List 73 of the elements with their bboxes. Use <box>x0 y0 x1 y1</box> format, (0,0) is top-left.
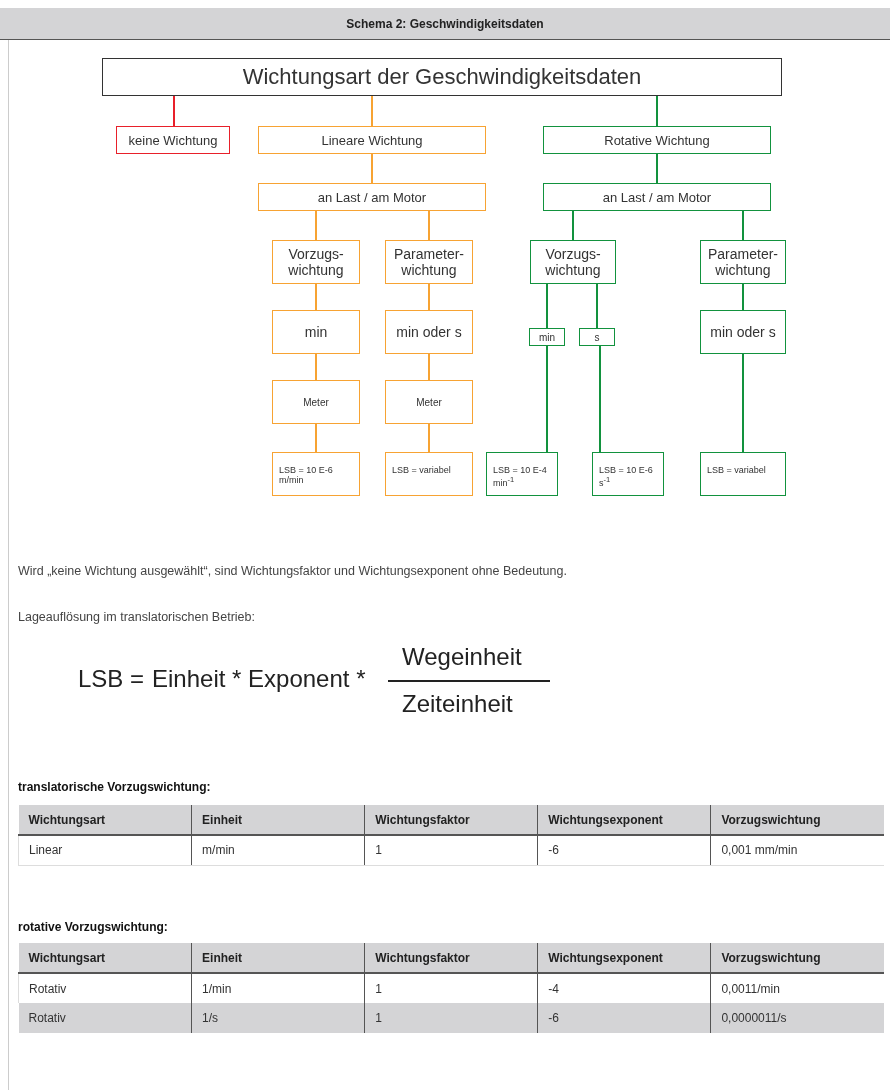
category-box: Rotative Wichtung <box>543 126 771 154</box>
connector-line <box>546 345 548 453</box>
category-box: LSB = 10 E-6 m/min <box>272 452 360 496</box>
formula-text: Zeiteinheit <box>402 690 513 718</box>
category-box: an Last / am Motor <box>258 183 486 211</box>
category-box: Meter <box>385 380 473 424</box>
category-box: Meter <box>272 380 360 424</box>
connector-line <box>546 283 548 329</box>
table-cell: 1 <box>364 1003 538 1033</box>
table-cell: 0,0000011/s <box>710 1003 884 1033</box>
connector-line <box>742 210 744 241</box>
category-box: Vorzugs- wichtung <box>530 240 616 284</box>
note-text: Lageauflösung im translatorischen Betrieb: <box>18 610 255 624</box>
column-header: Wichtungsfaktor <box>364 805 538 835</box>
category-box: LSB = variabel <box>700 452 786 496</box>
table-caption: translatorische Vorzugswichtung: <box>18 780 211 794</box>
connector-line <box>596 283 598 329</box>
connector-line <box>656 153 658 184</box>
connector-line <box>599 345 601 453</box>
category-box: Parameter- wichtung <box>385 240 473 284</box>
table-cell: 1/s <box>191 1003 365 1033</box>
table-cell: m/min <box>191 835 365 865</box>
table-caption: rotative Vorzugswichtung: <box>18 920 168 934</box>
category-box: Parameter- wichtung <box>700 240 786 284</box>
connector-line <box>572 210 574 241</box>
formula-text: Wegeinheit <box>402 643 522 671</box>
category-box: s <box>579 328 615 346</box>
connector-line <box>315 210 317 241</box>
category-box: LSB = 10 E-4 min$^{-1}$ <box>486 452 558 496</box>
table-cell: 0,001 mm/min <box>710 835 884 865</box>
column-header: Wichtungsart <box>18 943 192 973</box>
connector-line <box>428 283 430 311</box>
column-header: Wichtungsart <box>18 805 192 835</box>
table-cell: Linear <box>18 835 192 865</box>
category-box: min oder s <box>700 310 786 354</box>
column-header: Einheit <box>191 805 365 835</box>
connector-line <box>656 95 658 127</box>
connector-line <box>428 353 430 381</box>
table-cell: 1 <box>364 835 538 865</box>
connector-line <box>742 353 744 453</box>
column-header: Wichtungsexponent <box>537 805 711 835</box>
category-box: LSB = 10 E-6 s$^{-1}$ <box>592 452 664 496</box>
table-cell: Rotativ <box>18 1003 192 1033</box>
connector-line <box>371 95 373 127</box>
formula-text: LSB = <box>78 665 145 693</box>
column-header: Wichtungsexponent <box>537 943 711 973</box>
column-header: Vorzugswichtung <box>710 805 884 835</box>
table-cell: -6 <box>537 1003 711 1033</box>
heading-box: Wichtungsart der Geschwindigkeitsdaten <box>102 58 782 96</box>
connector-line <box>428 210 430 241</box>
category-box: min <box>529 328 565 346</box>
formula-text: Einheit * Exponent * <box>152 665 366 693</box>
column-header: Vorzugswichtung <box>710 943 884 973</box>
category-box: min oder s <box>385 310 473 354</box>
connector-line <box>315 423 317 453</box>
connector-line <box>315 353 317 381</box>
category-box: Lineare Wichtung <box>258 126 486 154</box>
connector-line <box>371 153 373 184</box>
note-text: Wird „keine Wichtung ausgewählt“, sind Wichtungsfaktor und Wichtungsexponent ohne Bedeutung. <box>18 564 567 578</box>
table-cell: -6 <box>537 835 711 865</box>
column-header: Wichtungsfaktor <box>364 943 538 973</box>
header-bar: Schema 2: Geschwindigkeitsdaten <box>0 8 890 40</box>
category-box: min <box>272 310 360 354</box>
category-box: Vorzugs- wichtung <box>272 240 360 284</box>
column-header: Einheit <box>191 943 365 973</box>
connector-line <box>315 283 317 311</box>
table-cell: 0,0011/min <box>710 973 884 1003</box>
category-box: an Last / am Motor <box>543 183 771 211</box>
connector-line <box>742 283 744 311</box>
connector-line <box>428 423 430 453</box>
category-box: LSB = variabel <box>385 452 473 496</box>
category-box: keine Wichtung <box>116 126 230 154</box>
connector-line <box>173 95 175 127</box>
